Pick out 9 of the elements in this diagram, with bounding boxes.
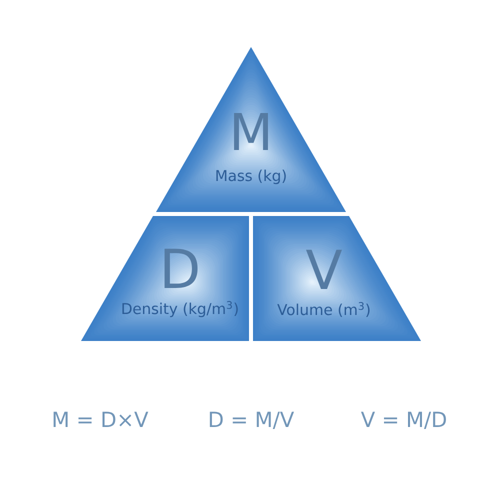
quantity-symbol: V: [306, 250, 342, 289]
quantity-symbol: D: [164, 248, 198, 288]
quantity-label: Mass (kg): [216, 170, 286, 184]
equation: V = M/D: [360, 412, 446, 429]
equation: M = D×V: [54, 412, 148, 427]
equation: D = M/V: [210, 412, 294, 429]
quantity-label: Volume (m$^{3}$): [277, 302, 370, 317]
quantity-symbol: M: [234, 112, 268, 150]
quantity-label: Density (kg/m$^{3}$): [122, 301, 238, 318]
